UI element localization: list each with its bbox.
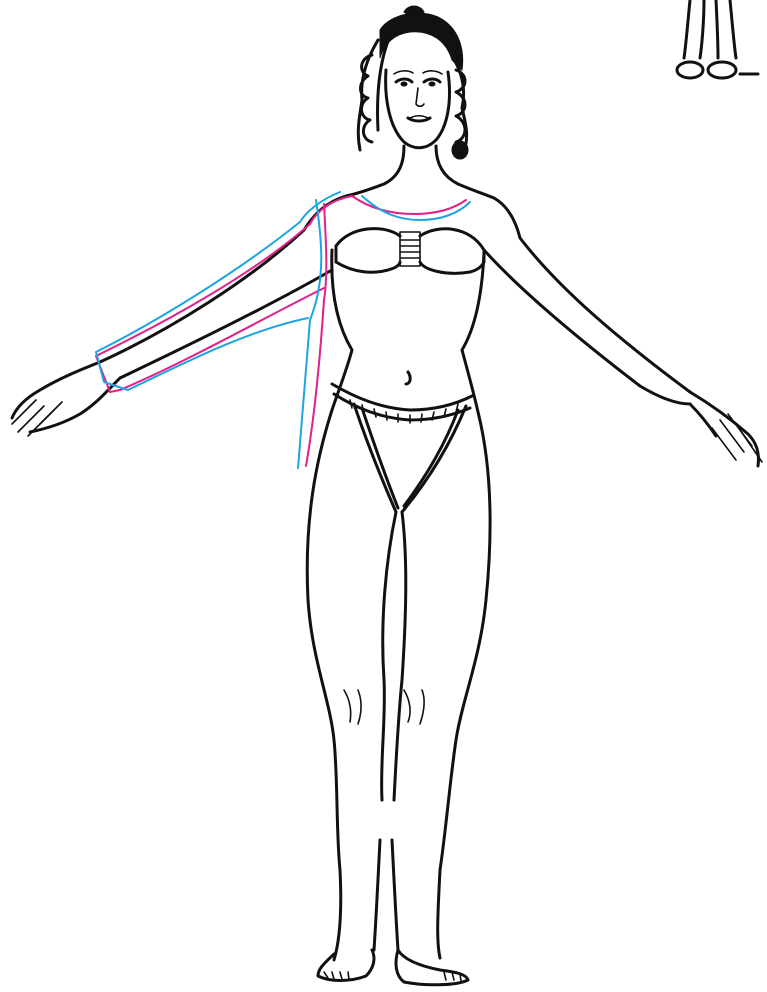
arm-right-side bbox=[484, 198, 762, 466]
briefs bbox=[332, 384, 472, 512]
feet bbox=[318, 950, 468, 985]
face bbox=[386, 70, 450, 148]
arm-left-side bbox=[12, 196, 346, 436]
bra bbox=[336, 229, 484, 274]
legs bbox=[307, 410, 490, 960]
neck-shoulders bbox=[346, 146, 494, 198]
pattern-line-blue bbox=[96, 192, 470, 468]
inset-figure-feet bbox=[677, 0, 758, 78]
